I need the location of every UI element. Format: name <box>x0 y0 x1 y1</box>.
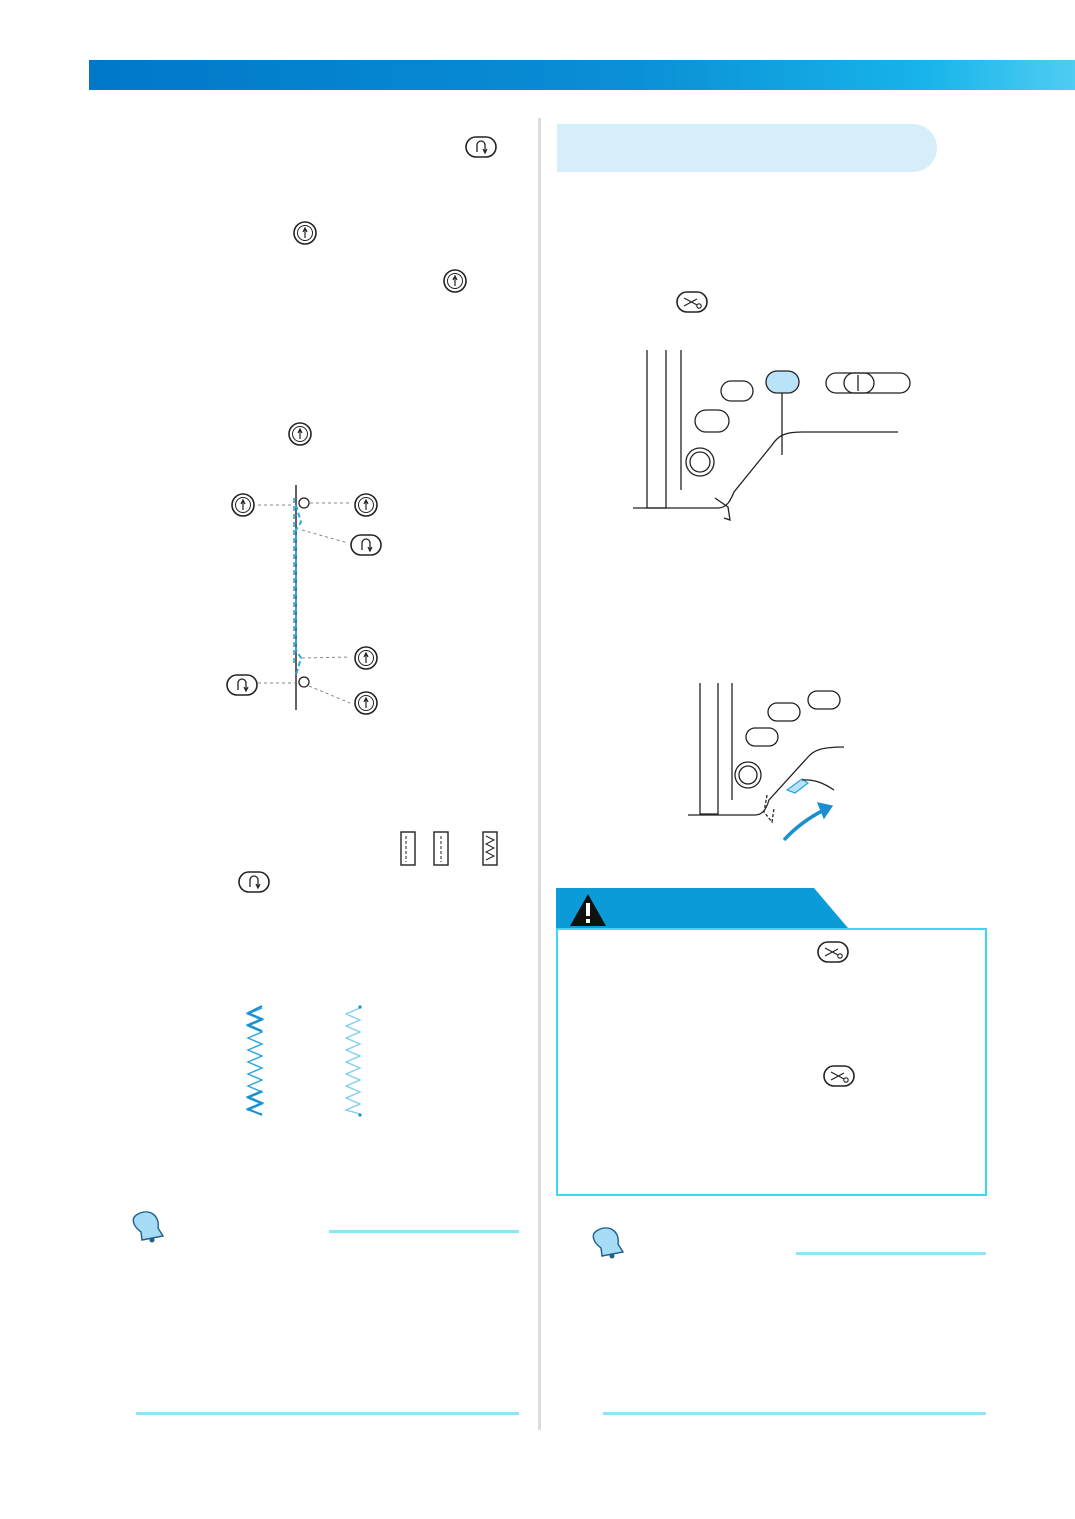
bell-icon <box>132 1211 165 1243</box>
reinforcement-stitch-button-icon <box>288 422 312 446</box>
scissors-button-icon <box>823 1065 855 1087</box>
reinforcement-stitch-diagram <box>258 485 352 710</box>
straight-stitch-middle-key-icon <box>433 831 449 866</box>
machine-front-panel-illustration <box>633 350 911 521</box>
note-rule <box>796 1252 986 1255</box>
reinforcement-callout-icon <box>231 493 255 517</box>
column-divider <box>538 118 541 1430</box>
reverse-callout-icon <box>226 674 258 696</box>
reinforcement-stitch-button-icon <box>443 269 467 293</box>
caution-box <box>556 928 987 1196</box>
note-rule <box>329 1230 519 1233</box>
reinforcement-stitch-button-icon <box>293 221 317 245</box>
presser-foot-lever-illustration <box>688 683 845 842</box>
straight-stitch-left-key-icon <box>400 831 416 866</box>
zigzag-sample-single <box>344 1005 362 1117</box>
bell-icon <box>592 1227 625 1259</box>
scissors-button-icon <box>817 941 849 963</box>
scissors-button-icon <box>676 291 708 313</box>
reinforcement-callout-icon <box>354 493 378 517</box>
reinforcement-callout-icon <box>354 691 378 715</box>
reverse-stitch-button-icon <box>465 136 497 158</box>
caution-header-tab <box>556 888 848 928</box>
note-rule <box>136 1412 519 1415</box>
note-rule <box>603 1412 986 1415</box>
section-heading-bar <box>557 124 982 172</box>
zigzag-stitch-key-icon <box>482 831 498 866</box>
heading-pill <box>557 124 937 172</box>
reinforcement-callout-icon <box>354 646 378 670</box>
left-column-graphics <box>132 136 519 1415</box>
header-accent-bar <box>89 60 1075 90</box>
warning-triangle-icon <box>570 894 606 926</box>
right-column-graphics <box>633 291 911 842</box>
zigzag-sample-reinforced <box>245 1005 265 1116</box>
reverse-stitch-button-icon <box>238 871 270 893</box>
reverse-callout-icon <box>350 534 382 556</box>
